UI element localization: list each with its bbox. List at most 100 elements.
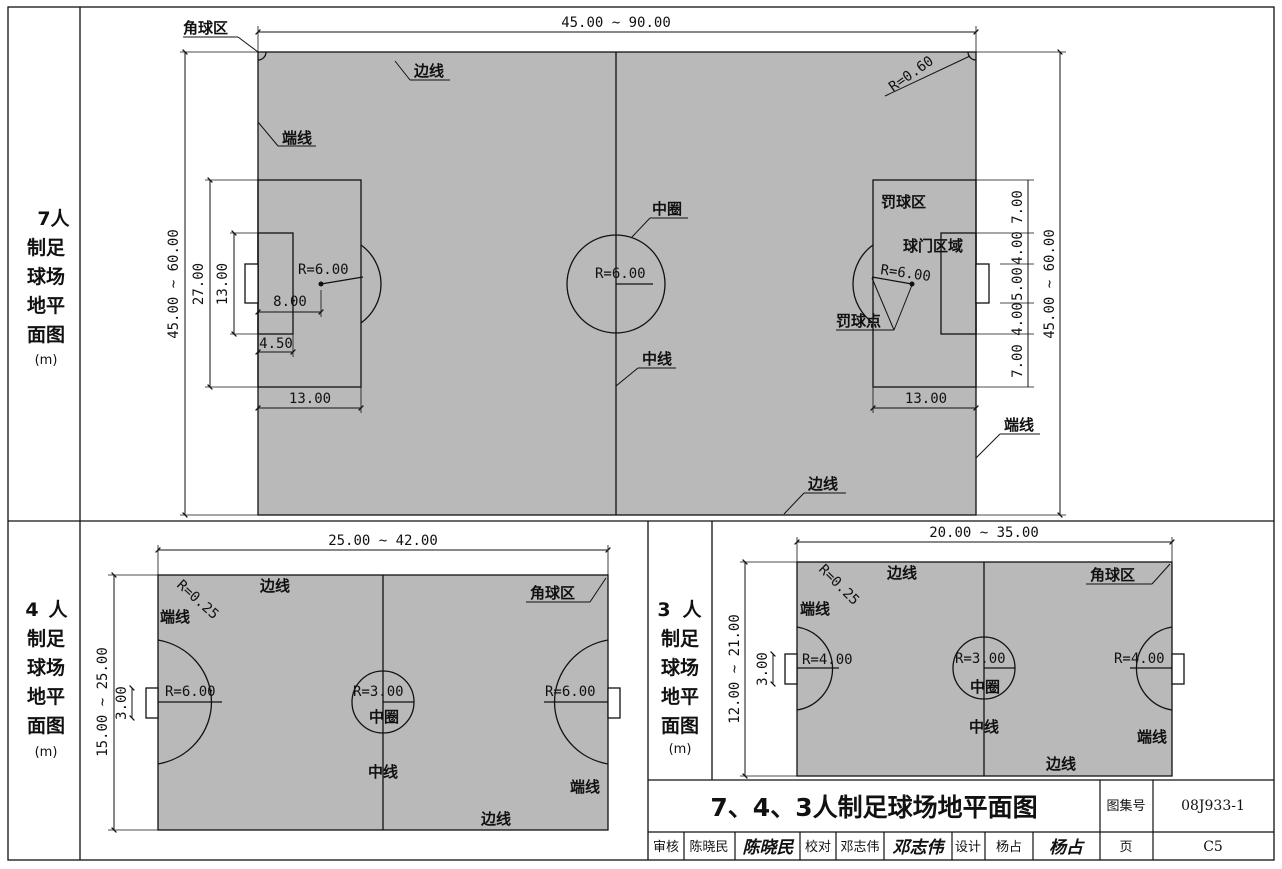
- field-7-penalty-depth-right: 13.00: [905, 391, 947, 407]
- field-7-center-radius-label: R=6.00: [595, 266, 646, 282]
- field-7-penalty-depth-left: 13.00: [289, 391, 331, 407]
- field-7-right-seg: 4.00: [1010, 231, 1026, 265]
- field-3-halfway-label: 中线: [969, 718, 999, 736]
- title-block: 7、4、3人制足球场地平面图 图集号 08J933-1 页 C5 审核 陈晓民 …: [648, 779, 1274, 860]
- side-title-3: 3 人 制足 球场 地平 面图 (m): [657, 599, 702, 757]
- side-title-4-line: 地平: [27, 685, 65, 708]
- field-4-touchline-top-label: 边线: [259, 577, 290, 595]
- side-title-7-unit: (m): [35, 353, 58, 368]
- field-3: 20.00 ~ 35.00 12.00 ~ 21.00 3.00 R=0.25 …: [727, 525, 1185, 779]
- sheet-frame: [7, 6, 1275, 861]
- field-7-right-arc: [852, 244, 874, 324]
- check-label: 校对: [805, 839, 831, 855]
- field-7-length-dim: 45.00 ~ 90.00: [561, 15, 671, 31]
- side-title-4-line: 4: [25, 599, 38, 621]
- side-title-7-line: 人: [50, 208, 70, 230]
- field-3-goal-line-right-label: 端线: [1137, 728, 1167, 746]
- field-7-penalty-spot-label: 罚球点: [836, 312, 881, 330]
- side-title-4-unit: (m): [35, 745, 58, 760]
- field-7-touchline-bottom-label: 边线: [807, 475, 838, 493]
- field-3-length-dim: 20.00 ~ 35.00: [929, 525, 1039, 541]
- field-7-right-seg: 5.00: [1010, 267, 1026, 301]
- side-title-3-unit: (m): [669, 742, 692, 757]
- side-title-3-line: 3: [657, 599, 670, 621]
- side-title-4: 4 人 制足 球场 地平 面图 (m): [25, 599, 68, 760]
- field-4-right-radius-label: R=6.00: [545, 684, 596, 700]
- field-7-left-arc-radius-label: R=6.00: [298, 262, 349, 278]
- side-title-3-line: 地平: [661, 685, 699, 708]
- side-title-3-line: 球场: [661, 656, 699, 679]
- field-7-goal-area-width-dim: 13.00: [215, 263, 231, 305]
- atlas-label: 图集号: [1106, 798, 1145, 814]
- review-label: 审核: [653, 840, 679, 855]
- field-4: 25.00 ~ 42.00 15.00 ~ 25.00 3.00 R=0.25 …: [95, 533, 621, 833]
- side-title-4-line: 制足: [27, 627, 66, 650]
- field-7-penalty-width-dim: 27.00: [191, 263, 207, 305]
- side-title-7-line: 地平: [27, 294, 65, 317]
- field-7-goal-area-depth-dim: 4.50: [259, 336, 293, 352]
- field-3-touchline-bottom-label: 边线: [1045, 755, 1076, 773]
- field-7-center-circle: [566, 234, 666, 334]
- field-3-center-radius-label: R=3.00: [955, 651, 1006, 667]
- field-7-left-goal: [244, 263, 259, 304]
- field-7-center-circle-label: 中圈: [652, 200, 682, 218]
- field-7-goal-area-label: 球门区域: [903, 237, 963, 255]
- field-7-goal-line-left-label: 端线: [282, 129, 312, 147]
- atlas-number: 08J933-1: [1181, 798, 1245, 814]
- field-7-right-width-dim: 45.00 ~ 60.00: [1042, 229, 1058, 339]
- checker-name: 邓志伟: [840, 840, 879, 855]
- field-4-center-circle-label: 中圈: [369, 708, 399, 726]
- field-7-right-arc-radius-label: R=6.00: [879, 262, 931, 285]
- field-4-goal-line-left-label: 端线: [160, 608, 190, 626]
- side-title-7-line: 球场: [27, 265, 65, 288]
- field-3-right-radius-label: R=4.00: [1114, 651, 1165, 667]
- reviewer-name: 陈晓民: [689, 839, 728, 855]
- field-4-left-radius-label: R=6.00: [165, 684, 216, 700]
- designer-name: 杨占: [996, 840, 1022, 855]
- side-title-4-line: 球场: [27, 656, 65, 679]
- field-4-corner-area-label: 角球区: [530, 584, 575, 602]
- field-4-width-dim: 15.00 ~ 25.00: [95, 647, 111, 757]
- side-title-3-line: 人: [682, 599, 702, 621]
- side-title-7: 7 人 制足 球场 地平 面图 (m): [27, 208, 71, 368]
- checker-signature: 邓志伟: [893, 838, 947, 858]
- field-4-goal-width-dim: 3.00: [114, 686, 130, 720]
- page-number: C5: [1203, 839, 1223, 855]
- field-3-goal-width-dim: 3.00: [755, 652, 771, 686]
- side-title-7-line: 面图: [27, 324, 65, 346]
- side-title-7-line: 7: [37, 208, 50, 230]
- side-title-4-line: 人: [48, 599, 68, 621]
- reviewer-signature: 陈晓民: [743, 838, 795, 858]
- field-3-touchline-top-label: 边线: [886, 564, 917, 582]
- design-label: 设计: [955, 840, 981, 855]
- field-3-left-radius-label: R=4.00: [802, 652, 853, 668]
- field-4-length-dim: 25.00 ~ 42.00: [328, 533, 438, 549]
- field-3-width-dim: 12.00 ~ 21.00: [727, 614, 743, 724]
- side-title-4-line: 面图: [27, 715, 65, 737]
- field-7-halfway-label: 中线: [642, 350, 672, 368]
- designer-signature: 杨占: [1049, 838, 1085, 858]
- field-7-spot-distance-dim: 8.00: [273, 294, 307, 310]
- field-7-penalty-area-label: 罚球区: [881, 193, 926, 211]
- field-4-center-radius-label: R=3.00: [353, 684, 404, 700]
- field-3-corner-area-label: 角球区: [1090, 566, 1135, 584]
- field-7-width-dim: 45.00 ~ 60.00: [166, 229, 182, 339]
- page-label: 页: [1119, 840, 1132, 855]
- field-7-right-seg: 7.00: [1010, 190, 1026, 224]
- field-7-goal-line-right-label: 端线: [1004, 416, 1034, 434]
- field-7-left-arc: [360, 244, 382, 324]
- field-7-right-seg: 4.00: [1010, 302, 1026, 336]
- drawing-title: 7、4、3人制足球场地平面图: [710, 793, 1037, 822]
- field-3-center-circle-label: 中圈: [970, 678, 1000, 696]
- field-7: 45.00 ~ 90.00 45.00 ~ 60.00 27.00 13.00 …: [166, 15, 1066, 518]
- field-7-touchline-top-label: 边线: [413, 62, 444, 80]
- field-4-touchline-bottom-label: 边线: [480, 810, 511, 828]
- field-4-halfway-label: 中线: [368, 763, 398, 781]
- side-title-7-line: 制足: [27, 236, 66, 259]
- field-4-goal-line-right-label: 端线: [570, 778, 600, 796]
- field-7-right-seg: 7.00: [1010, 344, 1026, 378]
- side-title-3-line: 制足: [661, 627, 700, 650]
- side-title-3-line: 面图: [661, 715, 699, 737]
- field-7-right-goal: [975, 263, 990, 304]
- field-7-corner-area-label: 角球区: [183, 19, 228, 37]
